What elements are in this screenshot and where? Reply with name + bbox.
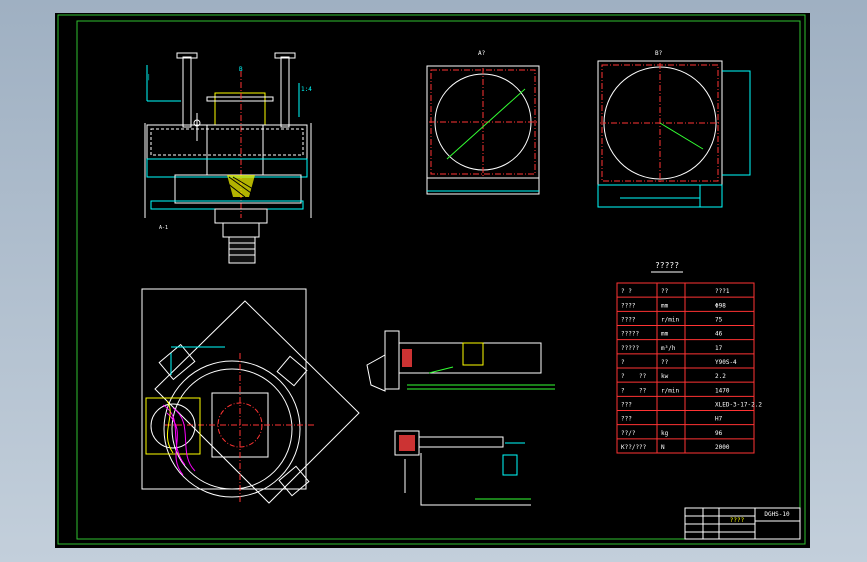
side-right-label: 1:4 (301, 86, 312, 93)
inner-frame (76, 20, 801, 540)
spec-table-cell: r/min (661, 387, 679, 394)
detail-flange (366, 330, 555, 392)
side-section-view: | 1:4 B (144, 52, 312, 264)
title-block-name: ???? (730, 517, 745, 524)
spec-table-cell: 46 (715, 331, 723, 338)
spec-table-cell: ???1 (715, 288, 730, 295)
spec-table-cell: N (661, 444, 665, 451)
spec-table-cell: ??? (621, 401, 632, 408)
spec-table-cell: ??/? (621, 430, 636, 437)
spec-table-cell: XLED-3-17-2.2 (715, 401, 762, 408)
side-dim-left: | (147, 74, 151, 81)
side-bottom-label: A-1 (159, 225, 168, 231)
spec-table-cell: K??/??? (621, 444, 647, 451)
spec-table-cell: m³/h (661, 345, 676, 352)
side-top-label: B (239, 66, 243, 73)
view-a: A? (426, 50, 540, 195)
spec-table-cell: ?? (661, 359, 669, 366)
spec-table-cell: ? (621, 359, 625, 366)
spec-table-cell: kg (661, 430, 669, 437)
spec-table-title: ????? (655, 261, 679, 270)
outer-frame (57, 14, 806, 545)
spec-table-cell: 2.2 (715, 373, 726, 380)
spec-table-cell: ????? (621, 345, 639, 352)
spec-table-cell: r/min (661, 316, 679, 323)
spec-table-cell: ???? (621, 302, 636, 309)
spec-table-cell: mm (661, 331, 669, 338)
spec-table-cell: 96 (715, 430, 723, 437)
title-block: DGHS-10 ???? (684, 507, 801, 540)
spec-table-cell: ? ? (621, 288, 632, 295)
detail-support (394, 430, 531, 506)
spec-table-cell: ?? (661, 288, 669, 295)
spec-table-cell: Y90S-4 (715, 359, 737, 366)
drawing-sheet: | 1:4 B (55, 13, 810, 548)
view-b: B? (597, 50, 751, 208)
title-block-code: DGHS-10 (764, 511, 790, 518)
spec-table-cell: kw (661, 373, 669, 380)
view-a-label: A? (478, 50, 486, 57)
spec-table-cell: mm (661, 302, 669, 309)
spec-table-cell: ????? (621, 331, 639, 338)
spec-table-cell: ? (621, 387, 625, 394)
spec-table-cell: ??? (621, 416, 632, 423)
spec-table-cell: H7 (715, 416, 723, 423)
spec-table-cell: ???? (621, 316, 636, 323)
spec-table-cell: ? (621, 373, 625, 380)
view-b-label: B? (655, 50, 663, 57)
spec-table-cell: Φ98 (715, 302, 726, 309)
plan-view (141, 288, 360, 504)
spec-table-cell: ?? (639, 373, 647, 380)
spec-table-cell: 2000 (715, 444, 730, 451)
spec-table-cell: 75 (715, 316, 723, 323)
drawing-svg: | 1:4 B (57, 14, 806, 545)
spec-table-cell: ?? (639, 387, 647, 394)
spec-table-cell: 1470 (715, 387, 730, 394)
spec-table-cell: 17 (715, 345, 723, 352)
